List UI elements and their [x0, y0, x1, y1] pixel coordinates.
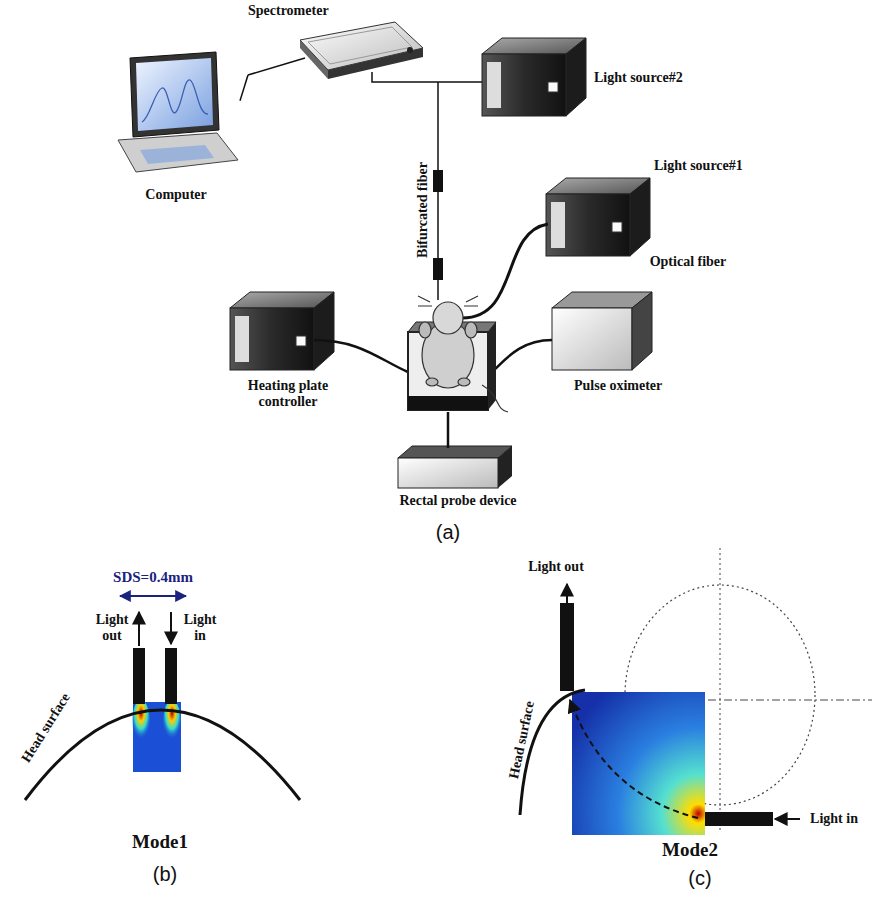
panel-letter: (a): [436, 521, 460, 544]
dimension-label: SDS=0.4mm: [113, 569, 193, 586]
oximeter-label: Pulse oximeter: [574, 378, 662, 394]
light-source-label: Light source#1: [654, 158, 743, 174]
light-label: Light in: [810, 811, 858, 827]
probe-label: Rectal probe device: [388, 493, 528, 509]
fiber-label: Optical fiber: [650, 254, 727, 270]
bifurcated-fiber: [372, 72, 482, 300]
mode-label: Mode1: [132, 831, 188, 853]
pulse-oximeter-box: [552, 292, 652, 370]
device-name: Pulse oximeter: [574, 378, 662, 394]
data-cable: [240, 75, 248, 101]
mode2-illustration: [520, 548, 872, 835]
device-name: Computer: [145, 187, 206, 203]
heating-platform: [408, 322, 496, 410]
light-source-box: [546, 178, 650, 256]
light-label: Light out: [92, 612, 132, 644]
controller-label: Heating plate controller: [238, 378, 338, 410]
fiber-sleeve: [433, 258, 443, 280]
device-name: Heating plate controller: [238, 378, 338, 410]
light-source-label: Light source#2: [594, 70, 683, 86]
spectrometer-label: Spectrometer: [248, 3, 424, 81]
spectrometer-icon: [300, 22, 423, 79]
fiber-label: Bifurcated fiber: [415, 162, 431, 258]
rectal-probe-box: [398, 446, 512, 488]
controller-box: [230, 292, 334, 370]
device-name: Rectal probe device: [388, 493, 528, 509]
laptop-icon: [118, 52, 238, 172]
device-name: Spectrometer: [248, 3, 329, 19]
light-label: Light out: [528, 559, 584, 575]
fiber-sleeve: [433, 170, 443, 192]
computer-label: Computer: [112, 48, 240, 203]
panel-letter: (c): [688, 867, 711, 890]
device-name: Light source#1: [654, 158, 743, 174]
mode-label: Mode2: [662, 839, 718, 861]
device-name: Light source#2: [594, 70, 683, 86]
panel-letter: (b): [153, 863, 177, 886]
mouse: [418, 296, 508, 412]
cables: [314, 224, 552, 448]
light-source-box: [482, 38, 586, 116]
light-label: Light in: [180, 612, 220, 644]
data-cable: [248, 58, 305, 75]
